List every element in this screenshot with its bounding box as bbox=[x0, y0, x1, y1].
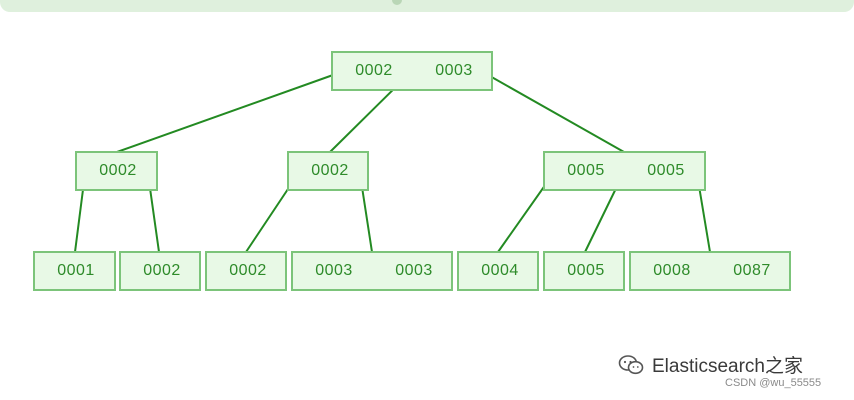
leaf-node-4: 0003 0003 bbox=[291, 251, 453, 291]
top-notch bbox=[392, 0, 402, 5]
internal-node-1-key: 0002 bbox=[99, 162, 137, 179]
watermark-brand: Elasticsearch之家 bbox=[652, 356, 803, 377]
leaf-node-3-key: 0002 bbox=[229, 262, 267, 279]
leaf-node-2-key: 0002 bbox=[143, 262, 181, 279]
leaf-node-4-key-1: 0003 bbox=[315, 262, 353, 279]
internal-node-3: 0005 0005 bbox=[543, 151, 706, 191]
leaf-node-6: 0005 bbox=[543, 251, 625, 291]
edge-root-to-node-3 bbox=[480, 70, 625, 153]
internal-node-2-key: 0002 bbox=[311, 162, 349, 179]
leaf-node-7-key-1: 0008 bbox=[653, 262, 691, 279]
watermark-credit: CSDN @wu_55555 bbox=[725, 377, 822, 389]
internal-node-3-key-1: 0005 bbox=[567, 162, 605, 179]
leaf-node-5: 0004 bbox=[457, 251, 539, 291]
leaf-node-6-key: 0005 bbox=[567, 262, 605, 279]
leaf-node-4-key-2: 0003 bbox=[395, 262, 433, 279]
root-key-2: 0003 bbox=[435, 62, 473, 79]
root-node: 0002 0003 bbox=[331, 51, 493, 91]
leaf-node-1: 0001 bbox=[33, 251, 116, 291]
internal-node-3-key-2: 0005 bbox=[647, 162, 685, 179]
wechat-icon bbox=[618, 354, 644, 374]
root-key-1: 0002 bbox=[355, 62, 393, 79]
edge-root-to-node-1 bbox=[116, 74, 334, 153]
top-band bbox=[0, 0, 854, 12]
leaf-node-5-key: 0004 bbox=[481, 262, 519, 279]
leaf-node-7-key-2: 0087 bbox=[733, 262, 771, 279]
leaf-node-3: 0002 bbox=[205, 251, 287, 291]
leaf-node-2: 0002 bbox=[119, 251, 201, 291]
leaf-node-7: 0008 0087 bbox=[629, 251, 791, 291]
leaf-node-1-key: 0001 bbox=[57, 262, 95, 279]
internal-node-1: 0002 bbox=[75, 151, 158, 191]
internal-node-2: 0002 bbox=[287, 151, 369, 191]
watermark: Elasticsearch之家 bbox=[618, 351, 803, 378]
